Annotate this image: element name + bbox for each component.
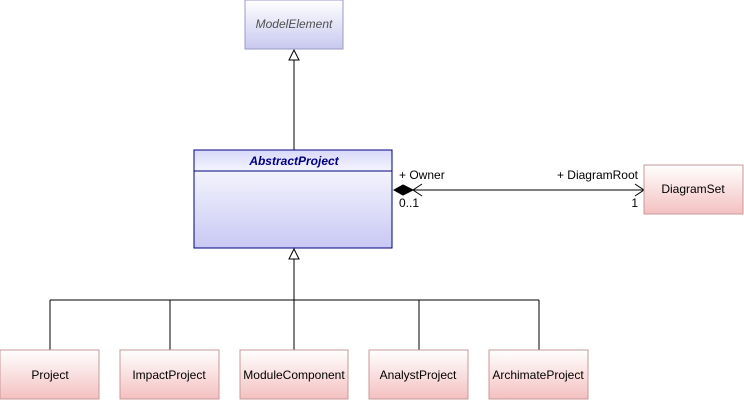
composition-diamond — [392, 184, 415, 196]
owner-role-label: + Owner — [399, 168, 445, 182]
generalization-to-modelelement — [288, 48, 300, 150]
class-name: ImpactProject — [132, 368, 206, 382]
class-name: ModuleComponent — [243, 368, 345, 382]
class-diagramset[interactable]: DiagramSet — [643, 164, 744, 215]
class-impactproject[interactable]: ImpactProject — [119, 349, 220, 400]
class-name: Project — [31, 368, 69, 382]
class-project[interactable]: Project — [0, 349, 100, 400]
class-name: DiagramSet — [661, 182, 725, 196]
generalization-tree — [49, 247, 540, 350]
class-name: AbstractProject — [248, 154, 339, 168]
composition-association: + Owner 0..1 + DiagramRoot 1 — [392, 168, 645, 210]
class-name: ModelElement — [256, 17, 333, 31]
class-name: AnalystProject — [380, 368, 457, 382]
diagramroot-role-label: + DiagramRoot — [557, 168, 639, 182]
owner-multiplicity: 0..1 — [399, 196, 419, 210]
diagramroot-multiplicity: 1 — [631, 196, 638, 210]
class-modelelement[interactable]: ModelElement — [244, 0, 344, 50]
class-archimateproject[interactable]: ArchimateProject — [488, 349, 589, 400]
class-analystproject[interactable]: AnalystProject — [368, 349, 469, 400]
class-modulecomponent[interactable]: ModuleComponent — [239, 349, 349, 400]
class-abstractproject[interactable]: AbstractProject — [193, 149, 393, 249]
owner-nav-arrow — [412, 183, 423, 197]
class-name: ArchimateProject — [492, 368, 584, 382]
